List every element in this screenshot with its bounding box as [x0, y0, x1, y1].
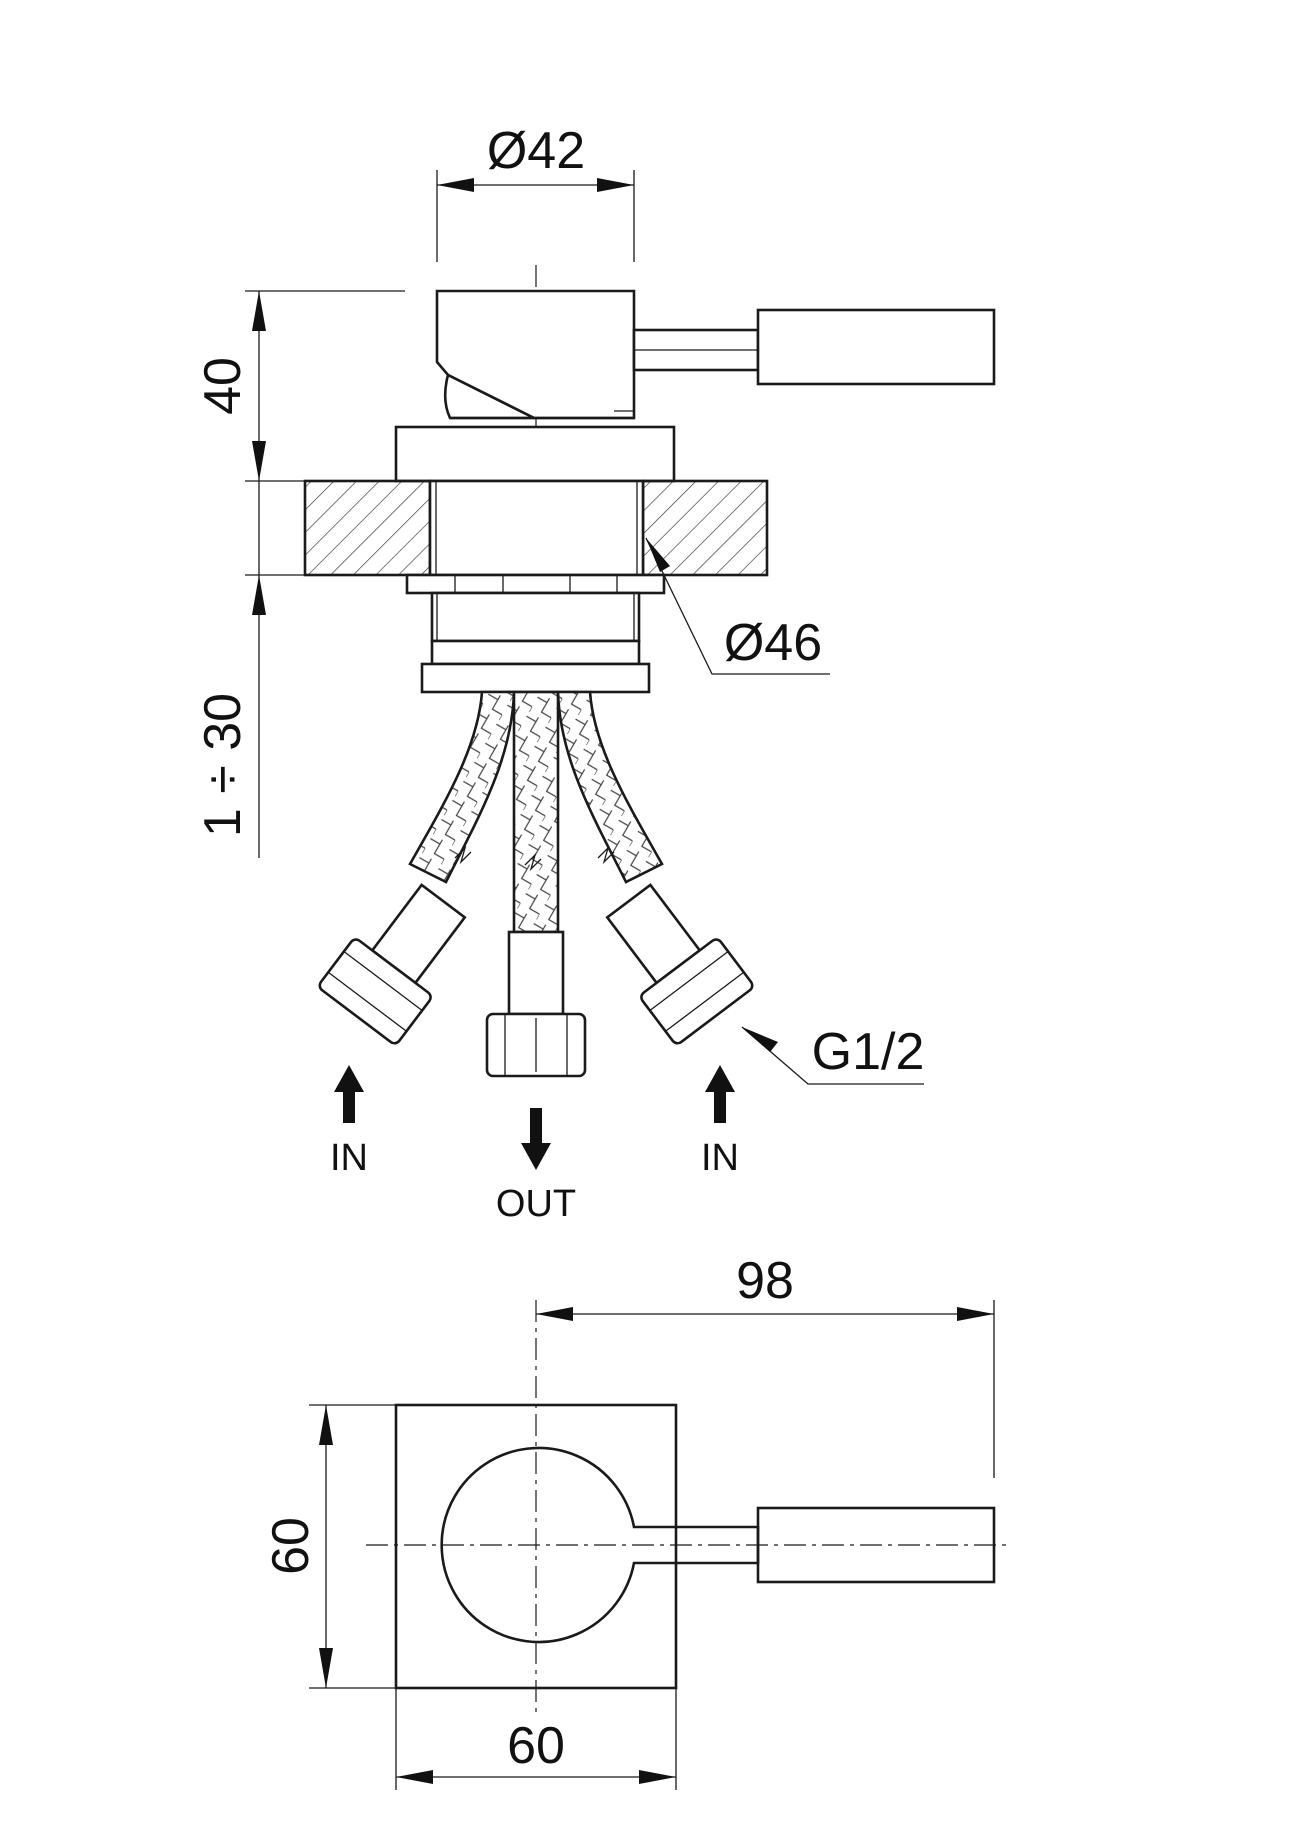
flow-in-left: IN — [330, 1065, 368, 1179]
flow-out: OUT — [496, 1108, 576, 1225]
locking-nut — [405, 573, 666, 694]
dimension-handle-diameter: Ø42 — [436, 122, 635, 262]
label-in-left: IN — [330, 1137, 368, 1179]
dimension-thread: G1/2 — [741, 1023, 925, 1085]
dim-deck-thickness-text: 1 ÷ 30 — [194, 693, 252, 837]
flow-in-right: IN — [701, 1065, 739, 1179]
dim-lever-reach-text: 98 — [736, 1252, 794, 1310]
label-in-right: IN — [701, 1137, 739, 1179]
top-view: 98 60 60 — [262, 1252, 1010, 1790]
dimension-deck-thickness: 1 ÷ 30 — [194, 481, 305, 858]
fitting-right — [605, 883, 754, 1045]
square-plate — [394, 1403, 678, 1690]
dim-handle-diameter-text: Ø42 — [487, 122, 585, 180]
top-lever-grip — [756, 1506, 996, 1584]
dimension-plate-height: 60 — [262, 1404, 396, 1689]
dimension-body-height: 40 — [194, 290, 405, 482]
handle-lever — [632, 308, 996, 386]
fitting-middle — [485, 930, 587, 1078]
dim-hole-diameter-text: Ø46 — [724, 614, 822, 672]
dim-body-height-text: 40 — [194, 357, 252, 415]
handle-head — [435, 289, 636, 420]
flexible-hoses — [408, 690, 664, 934]
dim-thread-text: G1/2 — [812, 1023, 925, 1081]
body-collar — [394, 425, 676, 483]
dim-plate-width-text: 60 — [507, 1717, 565, 1775]
label-out: OUT — [496, 1183, 576, 1225]
dimension-hole-diameter: Ø46 — [645, 537, 830, 675]
dim-plate-height-text: 60 — [262, 1517, 320, 1575]
dimension-lever-reach: 98 — [536, 1252, 995, 1478]
top-handle-outline — [440, 1446, 760, 1644]
side-view: Ø42 40 1 ÷ 30 — [194, 122, 996, 1225]
countertop-section — [303, 479, 769, 577]
fitting-left — [318, 883, 467, 1045]
dimension-plate-width: 60 — [395, 1688, 677, 1790]
